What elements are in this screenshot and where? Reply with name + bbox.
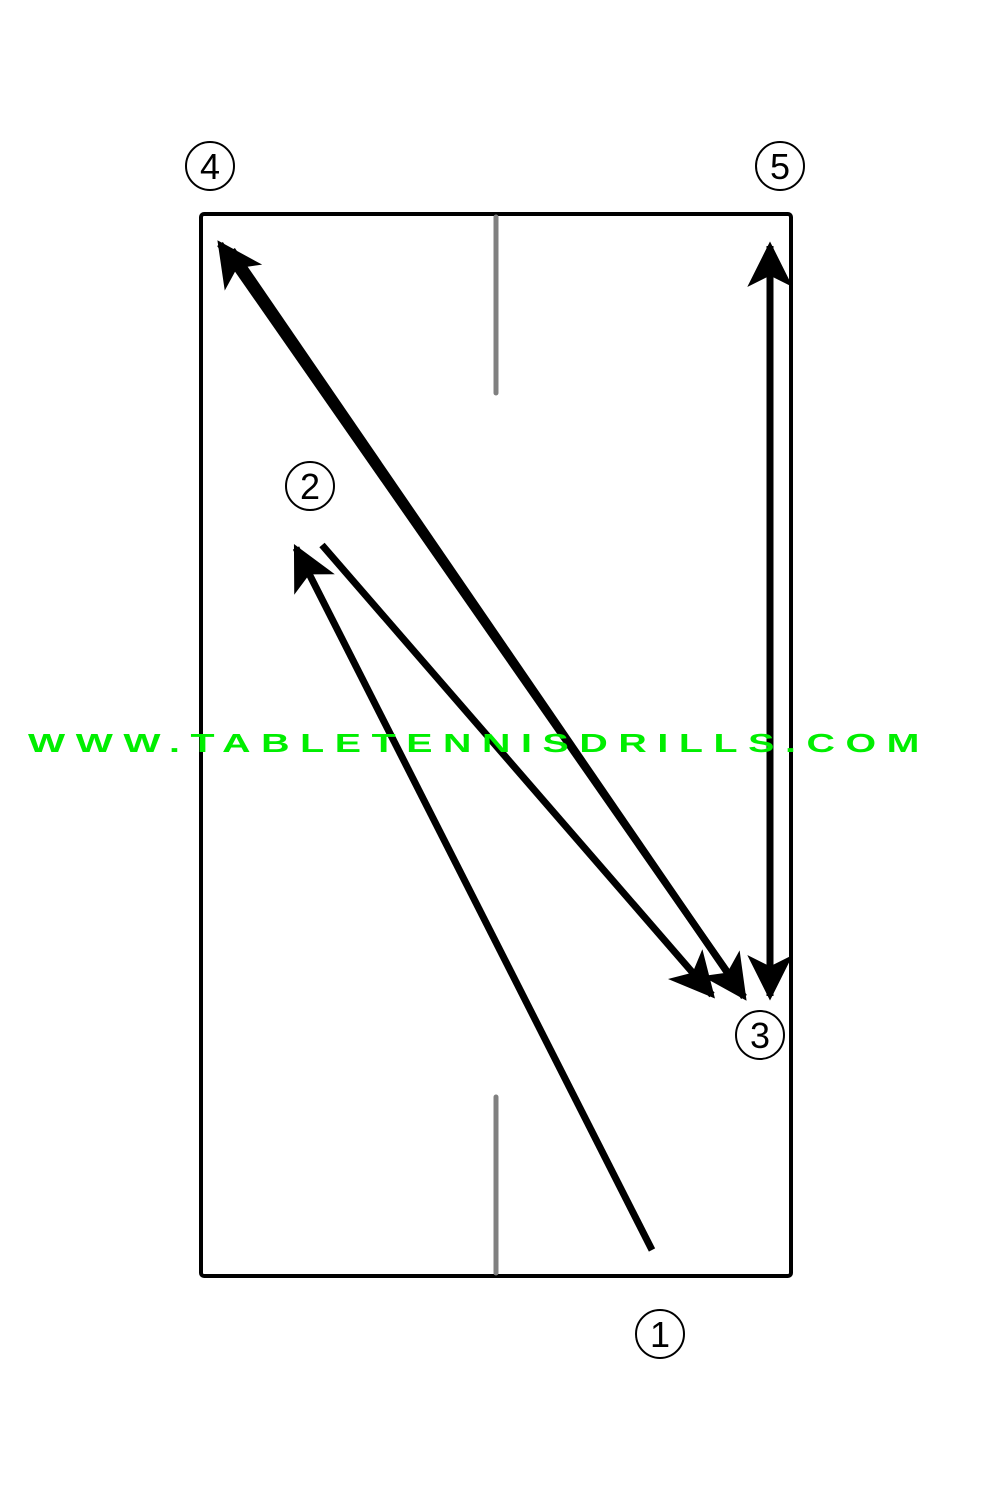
shot-marker-1: 1 <box>635 1309 685 1359</box>
shot-marker-circle <box>635 1309 685 1359</box>
shot-marker-2: 2 <box>285 461 335 511</box>
shot-marker-4: 4 <box>185 141 235 191</box>
shot-marker-5: 5 <box>755 141 805 191</box>
watermark: WWW.TABLETENNISDRILLS.COM <box>28 728 930 758</box>
shot-marker-label: 5 <box>770 146 790 187</box>
path-2-to-3 <box>319 542 715 999</box>
table-outline <box>199 212 793 1278</box>
shot-marker-circle <box>735 1010 785 1060</box>
shot-marker-label: 1 <box>650 1314 670 1355</box>
shot-marker-circle <box>755 141 805 191</box>
shot-marker-circle <box>285 461 335 511</box>
shot-marker-circle <box>185 141 235 191</box>
path-1-to-2 <box>292 543 656 1252</box>
shot-marker-3: 3 <box>735 1010 785 1060</box>
shot-marker-label: 2 <box>300 466 320 507</box>
shot-marker-label: 3 <box>750 1015 770 1056</box>
shot-marker-label: 4 <box>200 146 220 187</box>
path-4-to-3 <box>229 248 747 1001</box>
ball-paths <box>217 240 793 1252</box>
